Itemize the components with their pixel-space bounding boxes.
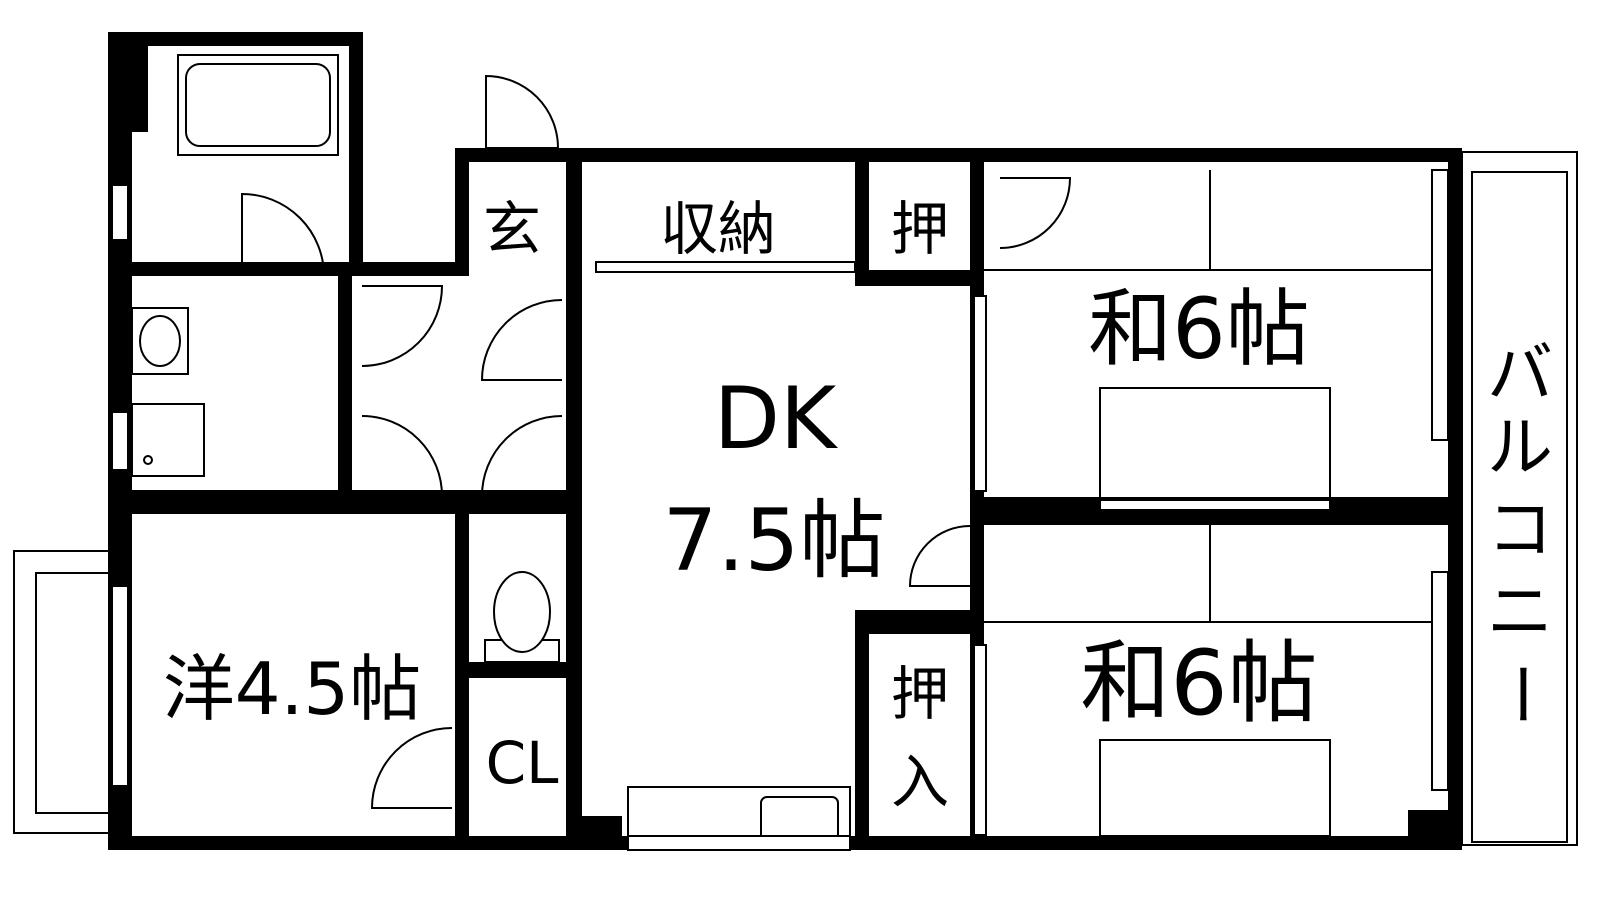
storage-label: 収納 [660, 195, 776, 263]
sliding-partitions [595, 261, 1331, 836]
toilet [484, 571, 560, 663]
balcony-label: バ ル コ ニ ー [1482, 335, 1559, 727]
balcony-char-4: ニ [1487, 573, 1553, 650]
dk-name-label: DK [714, 369, 839, 469]
bathtub [177, 54, 339, 156]
tatami-lines [984, 170, 1448, 837]
balcony-right [1461, 151, 1578, 846]
washitsu-1-label: 和6帖 [1088, 280, 1309, 378]
washitsu-2-label: 和6帖 [1080, 631, 1317, 736]
entrance-label: 玄 [483, 195, 541, 263]
balcony-char-2: ル [1487, 409, 1553, 486]
closet-cl-label: CL [486, 729, 559, 797]
closet-bottom-label-2: 入 [891, 748, 949, 816]
western-room-label: 洋4.5帖 [163, 647, 422, 731]
door-swings [241, 74, 1072, 809]
washing-machine [131, 403, 205, 477]
balcony-char-5: ー [1482, 661, 1559, 727]
closet-top-label: 押 [891, 195, 949, 263]
balcony-left [13, 550, 110, 834]
balcony-char-1: バ [1487, 335, 1553, 412]
sink [131, 307, 189, 375]
windows [111, 169, 1449, 851]
balcony-char-3: コ [1487, 491, 1553, 568]
closet-bottom-label-1: 押 [891, 660, 949, 728]
dk-size-label: 7.5帖 [663, 491, 886, 591]
